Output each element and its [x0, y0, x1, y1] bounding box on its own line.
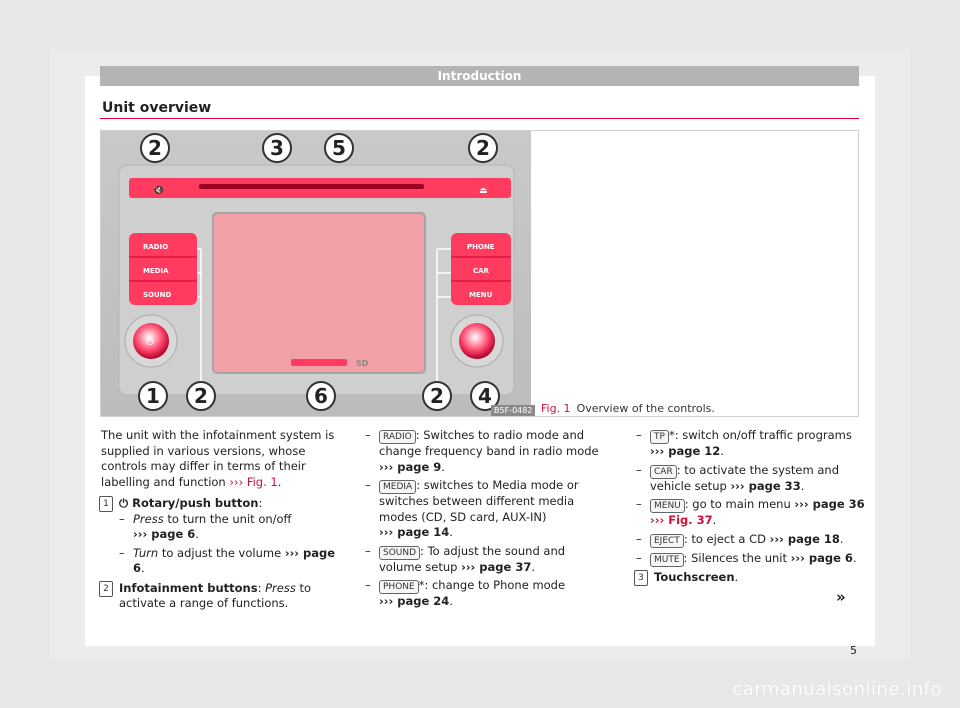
tp-entry: TP*: switch on/off traffic programs ››› … [636, 428, 866, 460]
callout-2-bottom-right: 2 [422, 381, 452, 411]
svg-text:5: 5 [332, 136, 346, 160]
fig-1-link[interactable]: ››› Fig. 1 [229, 474, 278, 489]
sound-button-label: SOUND [143, 291, 172, 299]
svg-text:1: 1 [146, 384, 160, 408]
text-column-3: TP*: switch on/off traffic programs ››› … [634, 428, 866, 589]
page-12-link[interactable]: ››› page 12 [650, 444, 721, 458]
sound-key: SOUND [379, 545, 421, 560]
menu-entry: MENU: go to main menu ››› page 36››› Fig… [636, 497, 866, 529]
media-button-label: MEDIA [143, 267, 169, 275]
item-number-2: 2 [99, 580, 113, 597]
figure-1: 🔇 ⏏ RADIO MEDIA SOUND PHONE CAR MENU ⏻ S… [100, 130, 859, 417]
item-1-title: ⏻ Rotary/push button [119, 496, 259, 510]
mute-key: MUTE [650, 552, 684, 567]
callout-1: 1 [138, 381, 168, 411]
callout-5: 5 [324, 133, 354, 163]
callout-2-top-left: 2 [140, 133, 170, 163]
item-2-title: Infotainment buttons [119, 580, 258, 595]
svg-text:3: 3 [270, 136, 284, 160]
radio-button-label: RADIO [143, 243, 168, 251]
page-9-link[interactable]: ››› page 9 [379, 459, 442, 474]
radio-key: RADIO [379, 430, 416, 444]
svg-text:2: 2 [194, 384, 208, 408]
title-rule [100, 118, 859, 119]
menu-button-label: MENU [469, 291, 493, 299]
section-title: Unit overview [102, 100, 212, 116]
page-number: 5 [850, 644, 857, 657]
item-3-title: Touchscreen [654, 569, 735, 584]
infotainment-unit-photo: 🔇 ⏏ RADIO MEDIA SOUND PHONE CAR MENU ⏻ S… [101, 131, 531, 416]
callout-6: 6 [306, 381, 336, 411]
mute-entry: MUTE: Silences the unit ››› page 6. [636, 551, 866, 567]
page-36-link[interactable]: ››› page 36 [794, 497, 865, 511]
page-6-link[interactable]: ››› page 6 [133, 527, 196, 541]
media-entry: MEDIA: switches to Media mode or switche… [365, 478, 605, 541]
svg-text:⏻: ⏻ [146, 337, 154, 348]
figure-code: B5F-0482 [491, 405, 536, 416]
svg-text:2: 2 [430, 384, 444, 408]
car-button-label: CAR [473, 267, 490, 275]
svg-text:2: 2 [148, 136, 162, 160]
fig-37-link[interactable]: ››› Fig. 37 [650, 513, 713, 527]
item-1-press: Press to turn the unit on/off››› page 6. [119, 512, 346, 543]
media-key: MEDIA [379, 480, 417, 494]
item-2: 2 Infotainment buttons: Press to activat… [99, 580, 346, 612]
page-37-link[interactable]: ››› page 37 [461, 559, 532, 574]
callout-2-bottom-left: 2 [186, 381, 216, 411]
watermark: carmanualsonline.info [732, 679, 942, 700]
page-18-link[interactable]: ››› page 18 [769, 531, 840, 546]
figure-caption-label: Fig. 1 [541, 402, 571, 415]
callout-3: 3 [262, 133, 292, 163]
svg-text:🔇: 🔇 [153, 184, 164, 196]
eject-entry: EJECT: to eject a CD ››› page 18. [636, 532, 866, 548]
page-6-link-2[interactable]: ››› page 6 [133, 545, 336, 576]
callout-4: 4 [470, 381, 500, 411]
item-number-3: 3 [634, 569, 648, 586]
svg-text:4: 4 [478, 384, 492, 408]
item-number-1: 1 [99, 496, 113, 512]
car-entry: CAR: to activate the system and vehicle … [636, 463, 866, 495]
page-6-link-3[interactable]: ››› page 6 [790, 550, 853, 565]
page-14-link[interactable]: ››› page 14 [379, 525, 450, 539]
radio-entry: RADIO: Switches to radio mode and change… [365, 428, 605, 475]
figure-caption-text: Overview of the controls. [576, 402, 715, 415]
tp-key: TP [650, 430, 669, 444]
item-1: 1 ⏻ Rotary/push button: Press to turn th… [99, 496, 346, 577]
svg-text:SD: SD [356, 359, 369, 368]
sound-entry: SOUND: To adjust the sound and volume se… [365, 544, 605, 576]
phone-button-label: PHONE [467, 243, 495, 251]
menu-key: MENU [650, 499, 685, 513]
svg-text:6: 6 [314, 384, 328, 408]
svg-text:⏏: ⏏ [479, 186, 488, 196]
item-1-turn: Turn to adjust the volume ››› page 6. [119, 546, 346, 577]
car-key: CAR [650, 464, 677, 479]
chapter-header: Introduction [100, 66, 859, 86]
phone-key: PHONE [379, 580, 419, 594]
continue-arrow-icon: » [836, 588, 846, 606]
item-3: 3 Touchscreen. [634, 569, 866, 586]
figure-caption: Fig. 1 Overview of the controls. [541, 402, 715, 415]
chapter-title: Introduction [437, 69, 522, 83]
intro-paragraph: The unit with the infotainment system is… [101, 428, 335, 489]
page-24-link[interactable]: ››› page 24 [379, 594, 450, 608]
text-column-2: RADIO: Switches to radio mode and change… [365, 428, 605, 613]
page-33-link[interactable]: ››› page 33 [730, 478, 801, 493]
svg-text:2: 2 [476, 136, 490, 160]
phone-entry: PHONE*: change to Phone mode ››› page 24… [365, 578, 605, 610]
text-column-1: The unit with the infotainment system is… [99, 428, 346, 616]
callout-2-top-right: 2 [468, 133, 498, 163]
eject-key: EJECT [650, 533, 684, 548]
